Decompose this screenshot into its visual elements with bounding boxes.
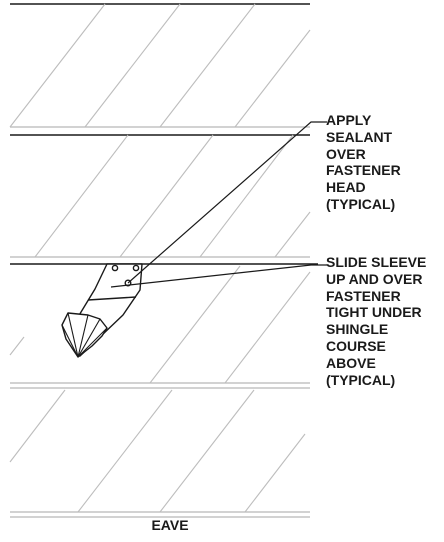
leader-lines [110, 121, 327, 288]
hatch-line [274, 211, 311, 258]
eave-label: EAVE [151, 517, 189, 533]
hatch-line [9, 389, 66, 463]
hatch-line [84, 3, 181, 128]
shingle-courses [10, 3, 318, 518]
hatch-line [199, 134, 294, 258]
hatch-line [77, 389, 173, 513]
fastener-hole [111, 264, 119, 272]
callout-line: FASTENER [326, 287, 401, 304]
fastener-hole [132, 264, 140, 272]
callout-line: COURSE [326, 337, 386, 354]
leader-sealant [127, 121, 327, 284]
hatch-line [119, 134, 214, 258]
callout-line: SHINGLE [326, 321, 389, 338]
fastener-sleeve [61, 263, 143, 358]
callout-apply-sealant: APPLY SEALANT OVER FASTENER HEAD (TYPICA… [326, 112, 401, 213]
callout-line: SLIDE SLEEVE [326, 254, 427, 270]
callout-line: UP AND OVER [326, 270, 423, 287]
hatch-line [234, 29, 311, 128]
callout-line: APPLY [326, 112, 372, 128]
callout-line: TIGHT UNDER [326, 304, 422, 321]
callout-line: ABOVE [326, 354, 376, 371]
callout-line: (TYPICAL) [326, 371, 396, 388]
hatch-line [159, 3, 256, 128]
callout-line: HEAD [326, 179, 366, 196]
callout-line: (TYPICAL) [326, 195, 396, 212]
callout-line: SEALANT [326, 128, 393, 145]
callout-slide-sleeve: SLIDE SLEEVE UP AND OVER FASTENER TIGHT … [326, 254, 426, 388]
nozzle-pleats [61, 312, 108, 358]
leader-sleeve [110, 264, 327, 288]
hatch-line [159, 389, 255, 513]
callout-line: FASTENER [326, 162, 401, 179]
hatch-line [224, 271, 311, 384]
shingle-hatching [9, 3, 311, 513]
callout-line: OVER [326, 145, 366, 162]
hatch-line [9, 3, 106, 128]
hatch-line [149, 265, 241, 384]
hatch-line [9, 336, 25, 356]
sleeve-fold-line [87, 296, 137, 301]
hatch-line [244, 433, 306, 513]
hatch-line [34, 134, 129, 258]
sleeve-nozzle [61, 312, 108, 358]
